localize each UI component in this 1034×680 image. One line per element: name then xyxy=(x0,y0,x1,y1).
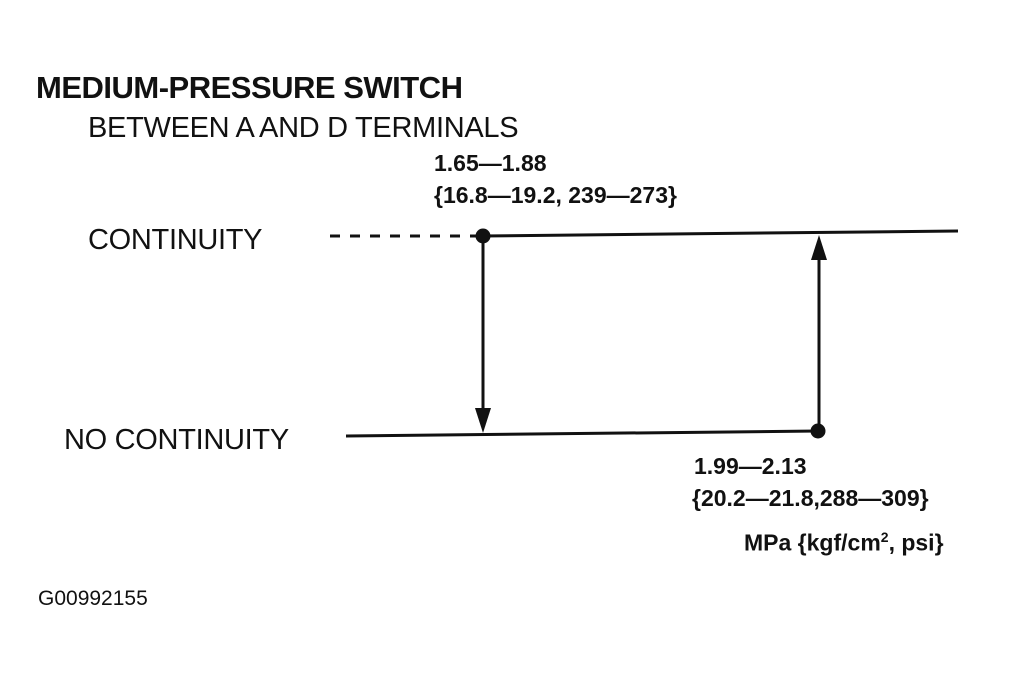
switch-off-pressure-alt-units: {16.8—19.2, 239—273} xyxy=(434,182,677,208)
switch-off-point xyxy=(475,228,491,244)
units-prefix: MPa {kgf/cm xyxy=(744,529,881,556)
switch-off-arrowhead xyxy=(475,408,491,433)
switch-off-pressure-range: 1.65—1.88 xyxy=(434,150,547,176)
no-continuity-line xyxy=(345,429,819,438)
switch-on-pressure-range: 1.99—2.13 xyxy=(694,453,807,479)
figure-id: G00992155 xyxy=(38,587,148,610)
switch-on-pressure-alt-units: {20.2—21.8,288—309} xyxy=(692,485,929,511)
units-superscript: 2 xyxy=(880,529,889,545)
switch-on-arrowhead xyxy=(811,235,827,260)
diagram-title: MEDIUM-PRESSURE SWITCH xyxy=(36,70,463,105)
switch-on-point xyxy=(810,423,826,439)
no-continuity-label: NO CONTINUITY xyxy=(64,424,289,456)
continuity-line xyxy=(481,229,959,238)
pressure-units: MPa {kgf/cm2, psi} xyxy=(744,530,944,555)
units-suffix: , psi} xyxy=(888,529,944,556)
diagram-subtitle: BETWEEN A AND D TERMINALS xyxy=(88,112,519,144)
continuity-label: CONTINUITY xyxy=(88,224,263,256)
